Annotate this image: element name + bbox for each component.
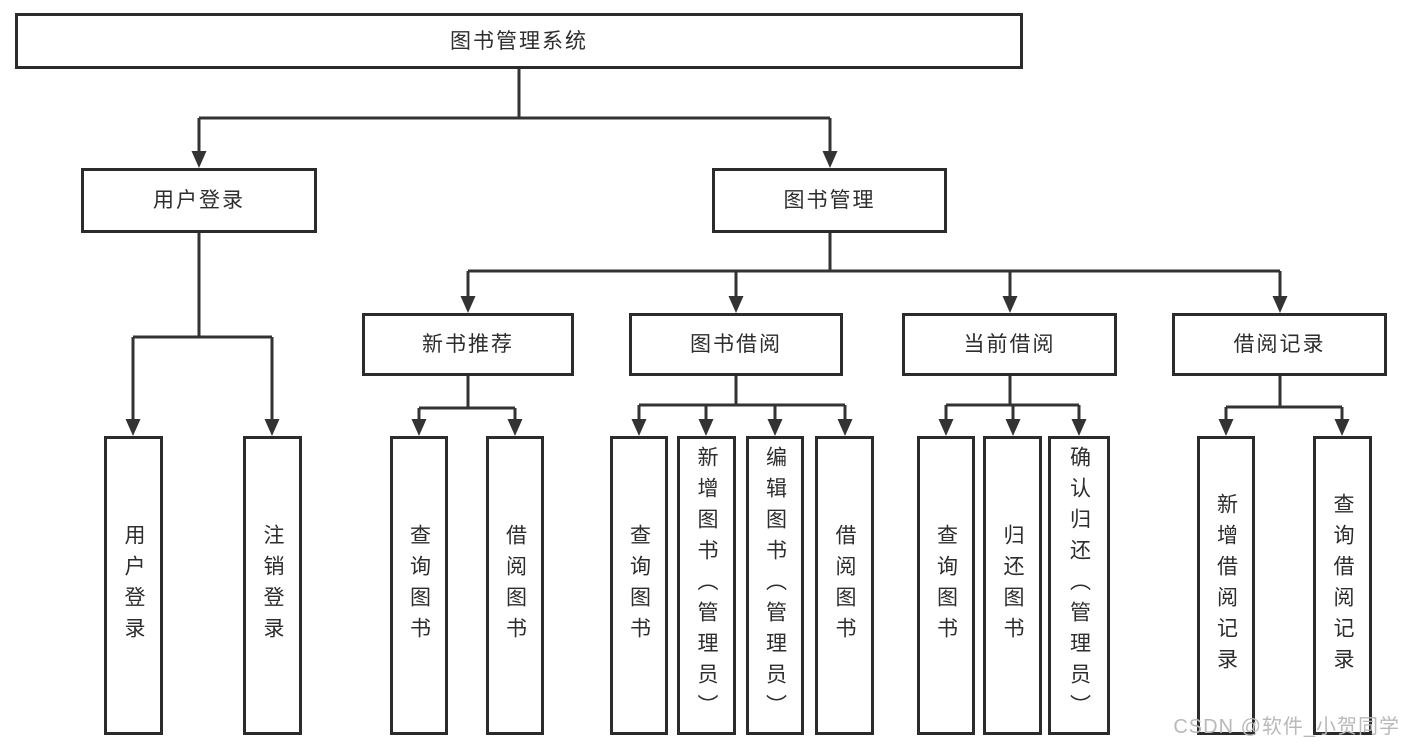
leaf-user-login: 用户登录 bbox=[104, 436, 163, 735]
leaf-query-books-current: 查询图书 bbox=[917, 436, 975, 735]
leaf-confirm-return-admin-label: 确认归还（管理员） bbox=[1067, 446, 1091, 725]
leaf-add-books-admin: 新增图书（管理员） bbox=[677, 436, 736, 735]
node-user-login: 用户登录 bbox=[81, 168, 317, 233]
leaf-return-books: 归还图书 bbox=[983, 436, 1042, 735]
node-user-login-label: 用户登录 bbox=[153, 189, 245, 212]
node-borrow-records: 借阅记录 bbox=[1172, 313, 1387, 376]
node-book-management: 图书管理 bbox=[712, 168, 947, 233]
leaf-edit-books-admin: 编辑图书（管理员） bbox=[746, 436, 804, 735]
leaf-query-borrow-record-label: 查询借阅记录 bbox=[1331, 492, 1354, 679]
node-borrow-records-label: 借阅记录 bbox=[1233, 333, 1326, 356]
node-library-system-label: 图书管理系统 bbox=[450, 29, 588, 53]
leaf-logout: 注销登录 bbox=[243, 436, 302, 735]
leaf-query-books-borrowing-label: 查询图书 bbox=[627, 523, 651, 648]
node-current-borrowing-label: 当前借阅 bbox=[963, 333, 1056, 356]
node-library-system: 图书管理系统 bbox=[15, 13, 1023, 69]
leaf-add-borrow-record-label: 新增借阅记录 bbox=[1214, 492, 1238, 679]
leaf-borrow-books-borrowing: 借阅图书 bbox=[815, 436, 874, 735]
leaf-user-login-label: 用户登录 bbox=[122, 523, 145, 648]
leaf-confirm-return-admin: 确认归还（管理员） bbox=[1048, 436, 1110, 735]
node-new-book-recommend-label: 新书推荐 bbox=[422, 333, 514, 356]
leaf-query-borrow-record: 查询借阅记录 bbox=[1313, 436, 1372, 735]
csdn-watermark: CSDN @软件_小贺同学 bbox=[1173, 716, 1400, 738]
node-new-book-recommend: 新书推荐 bbox=[362, 313, 574, 376]
leaf-query-books-recommend: 查询图书 bbox=[390, 436, 448, 735]
leaf-edit-books-admin-label: 编辑图书（管理员） bbox=[763, 446, 787, 725]
leaf-borrow-books-recommend-label: 借阅图书 bbox=[503, 523, 527, 648]
leaf-add-borrow-record: 新增借阅记录 bbox=[1197, 436, 1255, 735]
node-book-management-label: 图书管理 bbox=[783, 189, 876, 212]
leaf-return-books-label: 归还图书 bbox=[1001, 523, 1024, 648]
leaf-query-books-recommend-label: 查询图书 bbox=[407, 523, 431, 648]
leaf-borrow-books-recommend: 借阅图书 bbox=[486, 436, 544, 735]
node-book-borrowing-label: 图书借阅 bbox=[690, 333, 782, 356]
leaf-borrow-books-borrowing-label: 借阅图书 bbox=[833, 523, 856, 648]
leaf-query-books-borrowing: 查询图书 bbox=[610, 436, 668, 735]
leaf-logout-label: 注销登录 bbox=[261, 523, 284, 648]
leaf-add-books-admin-label: 新增图书（管理员） bbox=[695, 446, 718, 725]
leaf-query-books-current-label: 查询图书 bbox=[934, 523, 958, 648]
node-book-borrowing: 图书借阅 bbox=[629, 313, 843, 376]
node-current-borrowing: 当前借阅 bbox=[902, 313, 1117, 376]
